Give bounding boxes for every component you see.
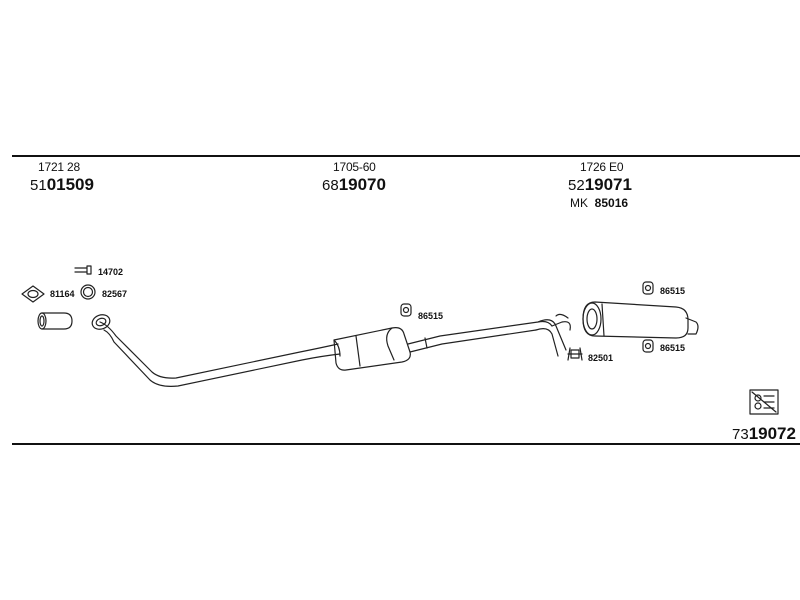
kit-prefix: 73 — [732, 426, 749, 443]
mounting-kit-code: 85016 — [594, 196, 629, 210]
part-label-86515-top: 86515 — [660, 286, 686, 296]
part-code-rear-silencer: 19071 — [584, 175, 632, 194]
part-code-middle-silencer: 19070 — [338, 175, 386, 194]
middle-silencer — [333, 313, 571, 371]
part-number-middle-silencer: 6819070 — [322, 176, 386, 195]
part-prefix-middle-silencer: 68 — [322, 177, 339, 194]
part-label-82501: 82501 — [588, 353, 614, 363]
sleeve-connector — [37, 312, 73, 330]
mounting-kit-icon — [749, 389, 779, 415]
part-prefix-front-pipe: 51 — [30, 177, 47, 194]
rear-silencer — [582, 301, 699, 339]
part-label-82567: 82567 — [102, 289, 128, 299]
mounting-kit-number: MK 85016 — [570, 196, 628, 210]
part-label-86515-bottom: 86515 — [660, 343, 686, 353]
part-label-81164: 81164 — [50, 289, 75, 299]
oe-number-middle-silencer: 1705-60 — [333, 160, 376, 174]
ring-82567 — [80, 284, 96, 300]
part-label-86515-center: 86515 — [418, 311, 444, 321]
bolts-14702 — [74, 265, 92, 275]
top-rule — [12, 155, 800, 157]
rubber-mount-rear-top — [642, 281, 654, 295]
rubber-mount-center — [400, 303, 412, 317]
rubber-mount-rear-bottom — [642, 339, 654, 353]
gasket-81164 — [21, 285, 45, 303]
part-prefix-rear-silencer: 52 — [568, 177, 585, 194]
kit-number: 7319072 — [732, 424, 796, 444]
oe-number-rear-silencer: 1726 E0 — [580, 160, 624, 174]
clamp-82501 — [567, 347, 583, 361]
oe-number-front-pipe: 1721 28 — [38, 160, 80, 174]
part-number-rear-silencer: 5219071 — [568, 176, 632, 195]
front-pipe — [91, 314, 341, 387]
mounting-kit-label: MK — [570, 196, 588, 210]
kit-code: 19072 — [748, 424, 796, 443]
part-label-14702: 14702 — [98, 267, 124, 277]
bottom-rule — [12, 443, 800, 445]
part-number-front-pipe: 5101509 — [30, 176, 94, 195]
part-code-front-pipe: 01509 — [46, 175, 94, 194]
